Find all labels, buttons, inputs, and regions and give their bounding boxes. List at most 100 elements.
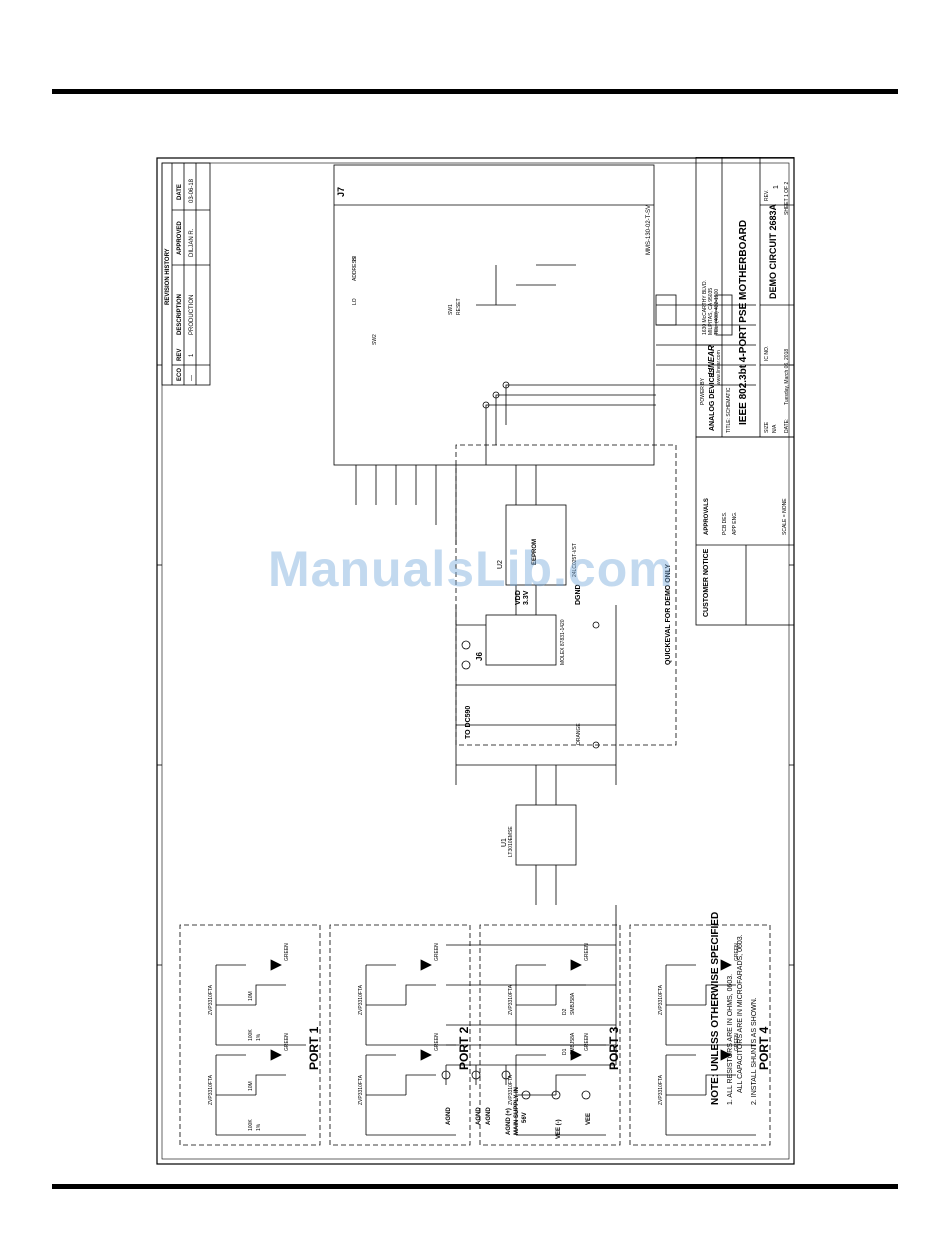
- port-4-label: PORT 4: [757, 1026, 771, 1070]
- note-line-2: 2. INSTALL SHUNTS AS SHOWN.: [751, 997, 758, 1105]
- rev-col-desc: DESCRIPTION: [177, 294, 183, 335]
- scale-label: SCALE = NONE: [782, 498, 788, 535]
- led-orange-label: ORANGE: [576, 723, 582, 745]
- revision-heading: REVISION HISTORY: [165, 248, 171, 305]
- j7-label: J7: [336, 187, 346, 197]
- address-2: MILPITAS, CA 95035: [708, 288, 714, 335]
- u1-label: U1: [501, 838, 508, 847]
- main-supply-voltage: 56V: [522, 1112, 528, 1123]
- j6-part: MOLEX 87831-1420: [560, 619, 566, 665]
- d2-label: D2: [562, 1008, 568, 1015]
- port-1-label: PORT 1: [307, 1026, 321, 1070]
- size-label: SIZE: [764, 421, 770, 433]
- customer-notice: CUSTOMER NOTICE: [703, 548, 710, 617]
- date-value: Tuesday, March 06, 2018: [784, 349, 790, 405]
- watermark: ManualsLib.com: [268, 541, 674, 597]
- ic-no-label: IC NO.: [764, 346, 770, 361]
- analog-devices-logo: ANALOG DEVICES: [709, 368, 716, 431]
- bottom-rule: [52, 1184, 898, 1189]
- agnd-plus-label: AGND (+): [506, 1108, 512, 1135]
- app-eng-label: APP ENG.: [732, 511, 738, 535]
- eeprom-label: EEPROM: [532, 539, 538, 565]
- res-value: 10M: [248, 991, 254, 1001]
- note-heading: NOTE: UNLESS OTHERWISE SPECIFIED: [710, 912, 721, 1105]
- mosfet-label: ZVP3310FTA: [508, 1074, 514, 1105]
- address-hi: HI: [352, 256, 358, 261]
- led-green-label: GREEN: [734, 943, 740, 961]
- quickeval-label: QUICKEVAL FOR DEMO ONLY: [665, 564, 672, 665]
- main-supply-label: MAIN SUPPLY IN: [514, 1087, 520, 1135]
- agnd-label: AGND: [446, 1107, 452, 1125]
- rev-row-date: 03-06-18: [189, 178, 195, 203]
- port-2-label: PORT 2: [457, 1026, 471, 1070]
- u2-label: U2: [497, 560, 504, 569]
- company-top: POWER BY: [700, 377, 706, 405]
- sw1-label: SW1: [448, 304, 454, 315]
- demo-circuit: DEMO CIRCUIT 2683A: [768, 203, 778, 299]
- led-green-label: GREEN: [284, 943, 290, 961]
- vee-minus-label: VEE (-): [556, 1119, 562, 1139]
- sheet-label: SHEET 1 OF 2: [784, 182, 790, 215]
- d1-label: D1: [562, 1048, 568, 1055]
- rev-value: 1: [773, 185, 780, 189]
- port-3-label: PORT 3: [607, 1026, 621, 1070]
- title-label: TITLE: SCHEMATIC: [726, 387, 732, 433]
- url: www.linear.com: [716, 350, 722, 385]
- d2-part: SMBJ58A: [570, 992, 576, 1015]
- res-tol: 1%: [256, 1033, 262, 1041]
- rev-col-date: DATE: [177, 184, 183, 200]
- mosfet-label: ZVP3310FTA: [358, 984, 364, 1015]
- u2-part: 24LC025T-I/ST: [572, 543, 578, 577]
- mosfet-label: ZVP3310FTA: [358, 1074, 364, 1105]
- mosfet-label: ZVP3310FTA: [658, 1074, 664, 1105]
- agnd-label: AGND: [486, 1107, 492, 1125]
- rev-col-approved: APPROVED: [177, 221, 183, 255]
- mosfet-label: ZVP3310FTA: [508, 984, 514, 1015]
- size-value: N/A: [772, 424, 778, 433]
- to-dc590-label: TO DC590: [465, 706, 472, 739]
- linear-logo: LINEAR: [707, 345, 716, 375]
- vee-label: VEE: [586, 1113, 592, 1125]
- pcb-des-label: PCB DES.: [722, 512, 728, 535]
- approvals-label: APPROVALS: [704, 498, 710, 535]
- top-rule: [52, 89, 898, 94]
- mosfet-label: ZVP3310FTA: [208, 984, 214, 1015]
- date-label: DATE:: [784, 419, 790, 433]
- led-green-label: GREEN: [734, 1033, 740, 1051]
- mosfet-label: ZVP3310FTA: [658, 984, 664, 1015]
- vdd-label: VDD: [515, 590, 522, 605]
- phone: TEL: (408) 432-1900: [714, 289, 720, 335]
- rev-row-desc: PRODUCTION: [189, 295, 195, 335]
- address-lo: LO: [352, 298, 358, 305]
- res-value: 100K: [248, 1119, 254, 1131]
- note-line-1b: ALL CAPACITORS ARE IN MICROFARADS, 0603.: [737, 934, 744, 1093]
- rev-row-eco: —: [189, 375, 195, 381]
- led-green-label: GREEN: [434, 1033, 440, 1051]
- led-green-label: GREEN: [584, 943, 590, 961]
- rev-col-eco: ECO: [177, 368, 183, 381]
- schematic-title: IEEE 802.3bt 4-PORT PSE MOTHERBOARD: [738, 220, 749, 425]
- address-1: 1630 McCARTHY BLVD.: [702, 280, 708, 335]
- schematic-drawing: REVISION HISTORY ECO REV DESCRIPTION APP…: [156, 156, 795, 1165]
- agnd-label: AGND: [476, 1107, 482, 1125]
- rev-label: REV.: [764, 190, 770, 201]
- schematic-sheet: REVISION HISTORY ECO REV DESCRIPTION APP…: [156, 156, 795, 1165]
- led-green-label: GREEN: [584, 1033, 590, 1051]
- j7-part: MMS-130-02-T-SV: [646, 205, 652, 255]
- res-tol: 1%: [256, 1123, 262, 1131]
- led-green-label: GREEN: [434, 943, 440, 961]
- rev-row-approved: DILJAN R.: [189, 228, 195, 257]
- led-green-label: GREEN: [284, 1033, 290, 1051]
- sw2-label: SW2: [372, 334, 378, 345]
- reset-label: RESET: [456, 298, 462, 315]
- d1-part: SMBJ58A: [570, 1032, 576, 1055]
- u1-part: LT3010EMSE: [508, 826, 514, 857]
- vdd-voltage: 3.3V: [523, 590, 530, 605]
- rev-col-rev: REV: [177, 349, 183, 361]
- mosfet-label: ZVP3310FTA: [208, 1074, 214, 1105]
- rev-row-rev: 1: [189, 353, 195, 357]
- res-value: 100K: [248, 1029, 254, 1041]
- j6-label: J6: [475, 652, 484, 661]
- note-line-1a: 1. ALL RESISTORS ARE IN OHMS, 0603.: [727, 974, 734, 1105]
- address-label: ADDRESS: [352, 256, 358, 281]
